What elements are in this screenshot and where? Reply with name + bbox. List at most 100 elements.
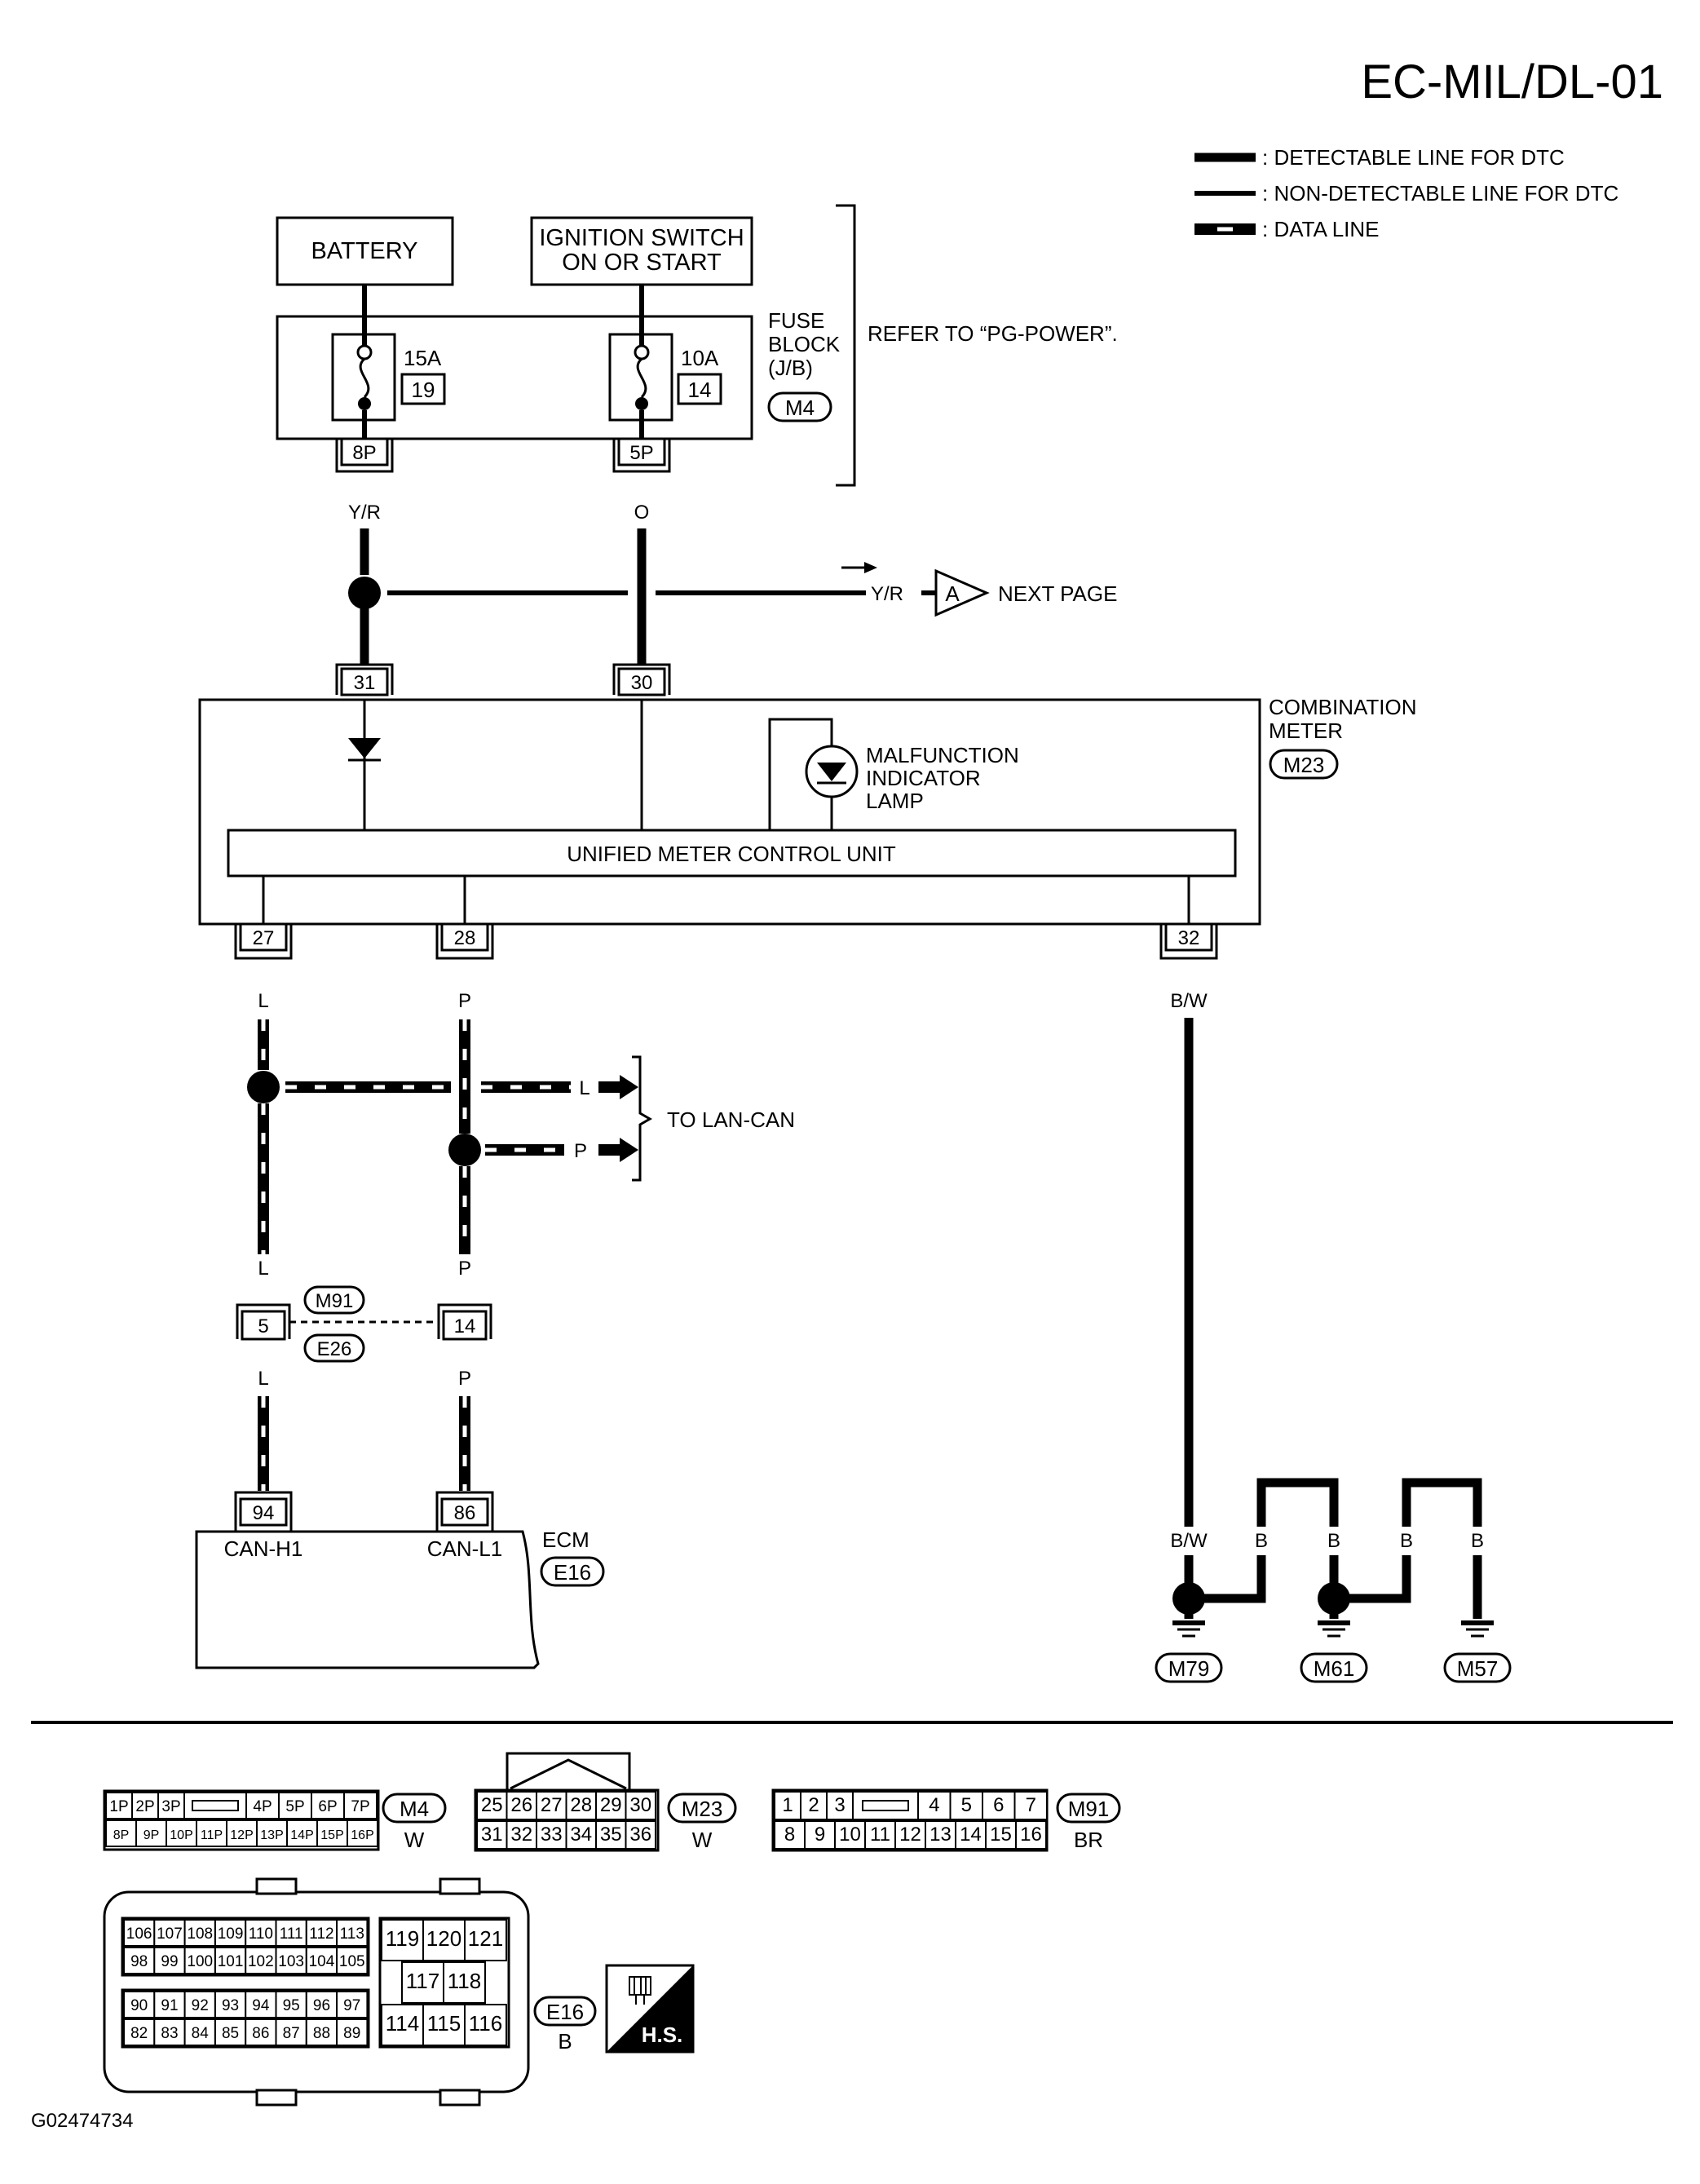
fuse-left-num: 19 — [412, 378, 435, 402]
conn-m23-cell — [506, 1820, 537, 1850]
ground-m57-box — [1443, 1652, 1512, 1683]
conn-m4-pin-label: 11P — [201, 1828, 223, 1842]
conn-m4-cell — [311, 1792, 345, 1819]
mil-lamp-diode — [817, 763, 846, 781]
conn-m23-cell — [625, 1791, 656, 1820]
conn-e16-pin-label: 111 — [280, 1925, 303, 1943]
joint-e26: E26 — [317, 1338, 352, 1360]
conn-e16-cell — [214, 2018, 247, 2046]
conn-m91-cell — [955, 1820, 987, 1850]
ground-b-wire-1-lower — [1189, 1555, 1266, 1603]
mil-label-1: MALFUNCTION — [866, 743, 1019, 767]
conn-e16-pin-label: 116 — [469, 2011, 502, 2036]
conn-e16-pin-label: 90 — [130, 1997, 148, 2014]
terminal-30 — [617, 667, 666, 696]
conn-e16-cell — [464, 1919, 507, 1961]
joint-m91-box — [303, 1285, 365, 1315]
ground-symbol-m57 — [1461, 1620, 1494, 1638]
conn-m4-cell — [347, 1819, 378, 1847]
fuse-left-amp: 15A — [404, 346, 442, 370]
conn-e16-cell — [214, 1947, 247, 1974]
next-page-ref: A — [945, 581, 960, 606]
unified-meter-label: UNIFIED METER CONTROL UNIT — [567, 842, 896, 866]
conn-e16-pin-label: 112 — [309, 1925, 333, 1943]
conn-m4-cell — [157, 1792, 185, 1819]
conn-m4-cell — [166, 1819, 197, 1847]
lan-p-arrow-head — [620, 1138, 638, 1162]
figure-code: G02474734 — [31, 2110, 133, 2132]
terminal-32 — [1164, 922, 1213, 952]
ecm-name: ECM — [542, 1527, 589, 1552]
conn-m4-pin-label: 4P — [253, 1798, 272, 1815]
conn-e16-pin-label: 117 — [406, 1969, 439, 1993]
wire-label-o: O — [634, 502, 650, 524]
terminal-28-label: 28 — [454, 927, 476, 949]
conn-e16-pin-label: 114 — [386, 2011, 419, 2036]
conn-e16-pin-label: 108 — [187, 1925, 213, 1943]
conn-e16-pin-label: 88 — [313, 2025, 330, 2042]
conn-m91-cell — [1013, 1791, 1048, 1820]
conn-m4-pin-label: 9P — [144, 1828, 160, 1842]
refer-note: REFER TO “PG-POWER”. — [868, 321, 1118, 346]
conn-e16-tab-top-2 — [439, 1877, 481, 1895]
conn-e16-pin-label: 113 — [340, 1925, 364, 1943]
conn-m91-cell — [894, 1820, 926, 1850]
conn-m4-cell — [196, 1819, 227, 1847]
joint-e26-box — [303, 1333, 365, 1363]
conn-m91-cell — [826, 1791, 854, 1820]
conn-m4-id-box — [382, 1793, 447, 1824]
conn-m23-pin-label: 27 — [541, 1794, 563, 1816]
terminal-27-label: 27 — [253, 927, 275, 949]
conn-m23-pin-label: 25 — [481, 1794, 503, 1816]
conn-e16-cell — [275, 1947, 307, 1974]
joint-pin-5 — [241, 1310, 286, 1341]
conn-e16-pin-label: 98 — [130, 1953, 148, 1970]
conn-m23-pin-label: 33 — [541, 1824, 563, 1846]
fuse-block-label-3: (J/B) — [768, 356, 813, 380]
conn-e16-pin-label: 82 — [130, 2025, 148, 2042]
conn-m23-pin-label: 29 — [600, 1794, 622, 1816]
conn-m23-latch-peak — [510, 1758, 627, 1790]
battery-box — [276, 216, 454, 286]
unified-meter-control-unit — [227, 829, 1237, 878]
conn-e16-pin-label: 118 — [448, 1969, 481, 1993]
conn-e16-pin-label: 105 — [339, 1953, 365, 1970]
conn-e16-pin-label: 107 — [157, 1925, 183, 1943]
fuse-block-conn: M4 — [785, 396, 815, 420]
conn-e16-cell — [183, 1947, 216, 1974]
conn-e16-pin-label: 99 — [161, 1953, 178, 1970]
conn-e16-cell — [336, 1947, 369, 1974]
conn-e16-pin-label: 96 — [313, 1997, 330, 2014]
terminal-28 — [440, 922, 489, 952]
terminal-27 — [239, 922, 288, 952]
conn-m91-pin-label: 12 — [899, 1824, 921, 1846]
conn-m91-id: M91 — [1068, 1797, 1110, 1821]
ground-m61: M61 — [1314, 1656, 1355, 1681]
wire-label-p-mid: P — [458, 1258, 471, 1280]
conn-m91-cell — [804, 1820, 836, 1850]
conn-e16-cell — [153, 2018, 186, 2046]
terminal-8p-label: 8P — [352, 442, 376, 464]
conn-e16-pin-label: 91 — [161, 1997, 178, 2014]
wire-label-p-low: P — [458, 1368, 471, 1390]
conn-e16-pin-label: 101 — [218, 1953, 244, 1970]
legend: : DETECTABLE LINE FOR DTC : NON-DETECTAB… — [1194, 145, 1618, 241]
conn-m23-pin-label: 30 — [629, 1794, 651, 1816]
conn-e16-pin-label: 115 — [427, 2011, 461, 2036]
conn-m91-cell — [917, 1791, 952, 1820]
conn-m91-pin-label: 15 — [990, 1824, 1012, 1846]
conn-m4-pin-label: 10P — [170, 1828, 192, 1842]
conn-m4-pin-label: 7P — [351, 1798, 369, 1815]
lan-can-label: TO LAN-CAN — [667, 1107, 795, 1132]
legend-nondetectable-label: : NON-DETECTABLE LINE FOR DTC — [1262, 181, 1618, 206]
conn-m23-cell — [565, 1791, 597, 1820]
conn-m91-pin-label: 16 — [1020, 1824, 1042, 1846]
conn-e16-pin-label: 106 — [126, 1925, 152, 1943]
conn-m91-pin-label: 2 — [808, 1794, 819, 1816]
conn-e16-cell — [275, 1919, 307, 1947]
terminal-8p — [340, 437, 389, 466]
terminal-30-label: 30 — [631, 672, 653, 694]
